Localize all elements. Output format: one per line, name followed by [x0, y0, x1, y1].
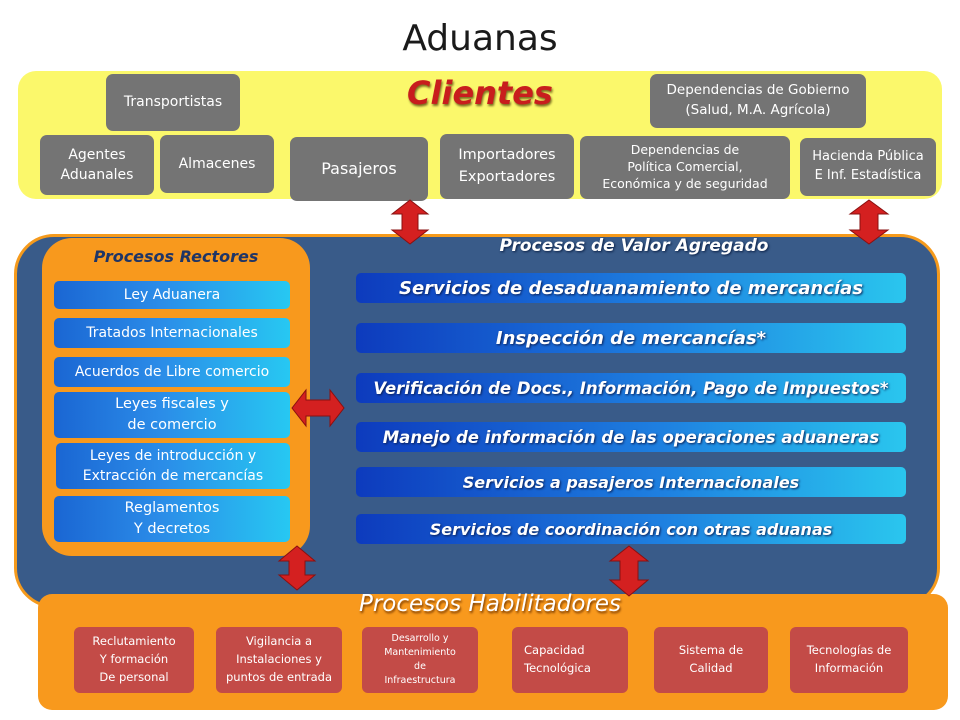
rector-item-tratados: Tratados Internacionales — [54, 318, 290, 348]
double-arrow-clients-value-right — [848, 199, 890, 245]
client-box-dependencias-politica: Dependencias de Política Comercial, Econ… — [580, 136, 790, 199]
client-box-importadores-exportadores: Importadores Exportadores — [440, 134, 574, 199]
client-box-hacienda-publica: Hacienda Pública E Inf. Estadística — [800, 138, 936, 196]
value-item-manejo-informacion: Manejo de información de las operaciones… — [356, 422, 906, 452]
enabler-item-vigilancia: Vigilancia a Instalaciones y puntos de e… — [216, 627, 342, 693]
double-arrow-value-enabler — [608, 545, 650, 597]
client-box-pasajeros: Pasajeros — [290, 137, 428, 201]
client-box-transportistas: Transportistas — [106, 74, 240, 131]
rector-item-leyes-introduccion: Leyes de introducción y Extracción de me… — [56, 443, 290, 489]
page-title: Aduanas — [402, 18, 558, 59]
clients-label: Clientes — [407, 74, 553, 112]
enabler-item-reclutamiento: Reclutamiento Y formación De personal — [74, 627, 194, 693]
value-item-verificacion: Verificación de Docs., Información, Pago… — [356, 373, 906, 403]
client-box-almacenes: Almacenes — [160, 135, 274, 193]
rector-item-ley-aduanera: Ley Aduanera — [54, 281, 290, 309]
value-item-pasajeros: Servicios a pasajeros Internacionales — [356, 467, 906, 497]
value-processes-title: Procesos de Valor Agregado — [499, 236, 769, 256]
value-item-inspeccion: Inspección de mercancías* — [356, 323, 906, 353]
double-arrow-clients-value-left — [390, 199, 430, 245]
client-box-dependencias-gobierno: Dependencias de Gobierno (Salud, M.A. Ag… — [650, 74, 866, 128]
value-item-desaduanamiento: Servicios de desaduanamiento de mercancí… — [356, 273, 906, 303]
enabler-item-tecnologias-informacion: Tecnologías de Información — [790, 627, 908, 693]
enabler-item-infraestructura: Desarrollo y Mantenimiento de Infraestru… — [362, 627, 478, 693]
double-arrow-rector-enabler — [277, 545, 317, 591]
double-arrow-rector-value — [291, 388, 345, 428]
rector-item-acuerdos: Acuerdos de Libre comercio — [54, 357, 290, 387]
rector-processes-title: Procesos Rectores — [93, 247, 259, 266]
enabler-item-sistema-calidad: Sistema de Calidad — [654, 627, 768, 693]
enabler-processes-title: Procesos Habilitadores — [358, 591, 622, 617]
rector-item-leyes-fiscales: Leyes fiscales y de comercio — [54, 392, 290, 438]
client-box-agentes-aduanales: Agentes Aduanales — [40, 135, 154, 195]
value-item-coordinacion: Servicios de coordinación con otras adua… — [356, 514, 906, 544]
enabler-item-capacidad-tecnologica: Capacidad Tecnológica — [512, 627, 628, 693]
rector-item-reglamentos: Reglamentos Y decretos — [54, 496, 290, 542]
